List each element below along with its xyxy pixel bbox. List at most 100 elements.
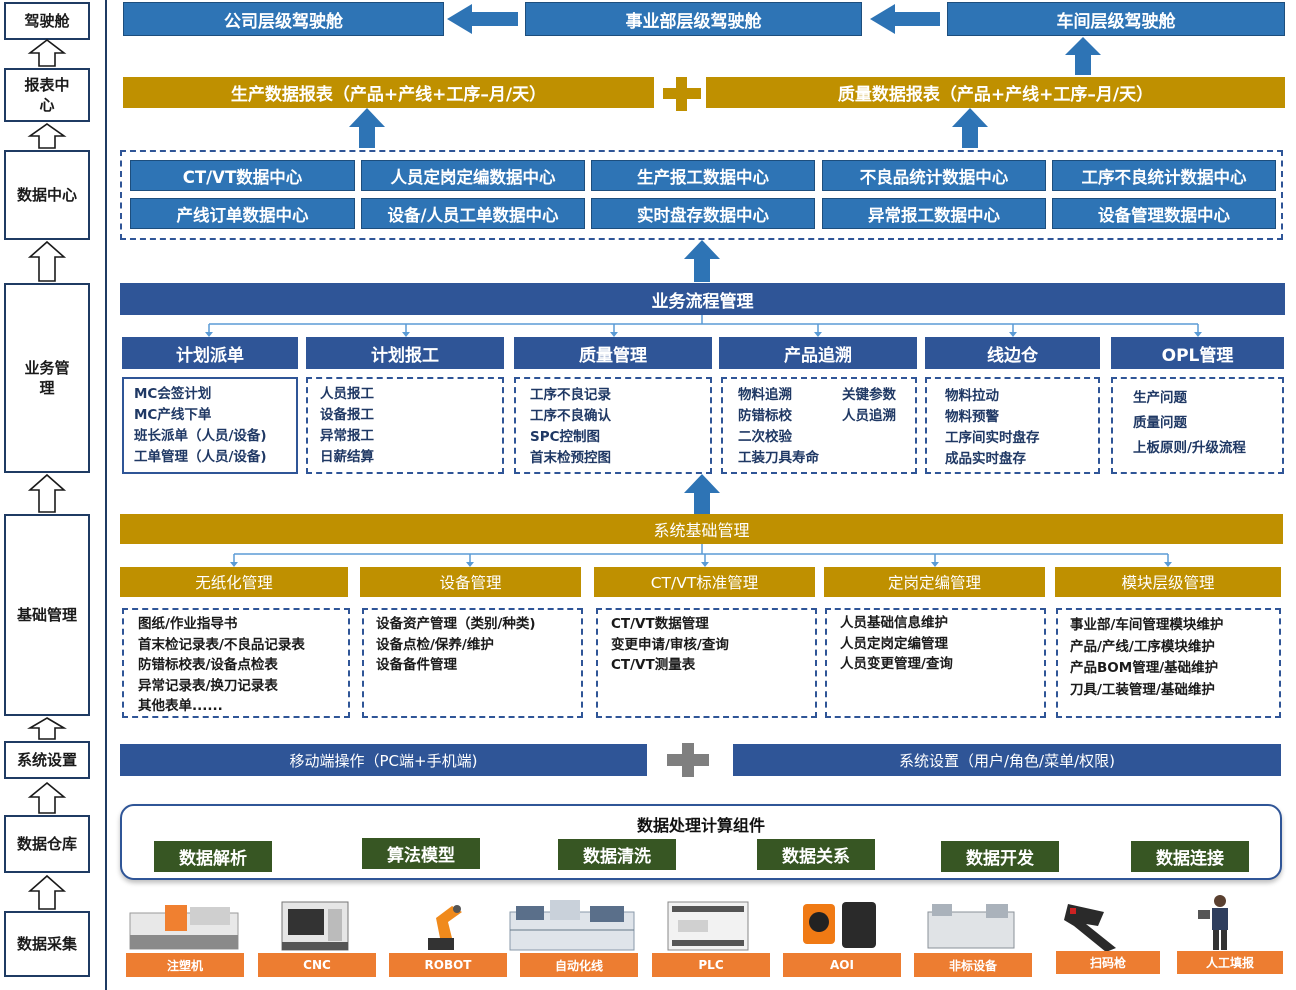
data-center-item[interactable]: 设备/人员工单数据中心 [361, 198, 585, 229]
list-item: 异常记录表/换刀记录表 [138, 677, 278, 694]
company-cockpit[interactable]: 公司层级驾驶舱 [123, 2, 444, 36]
mobile-operation-bar[interactable]: 移动端操作（PC端+手机端) [120, 744, 647, 776]
sidebar-business[interactable]: 业务管理 [4, 283, 90, 473]
foundation-module[interactable]: 定岗定编管理 [824, 567, 1045, 597]
sidebar-settings[interactable]: 系统设置 [4, 741, 90, 779]
compute-item[interactable]: 数据开发 [941, 841, 1059, 872]
quality-report[interactable]: 质量数据报表（产品+产线+工序–月/天） [706, 77, 1285, 108]
detail-list-equipment: 设备资产管理（类别/种类)设备点检/保养/维护设备备件管理 [376, 614, 536, 676]
compute-item[interactable]: 算法模型 [362, 838, 480, 869]
aoi-camera-icon [803, 902, 876, 948]
up-arrow-icon [27, 717, 67, 740]
business-module[interactable]: 质量管理 [514, 337, 712, 369]
business-module[interactable]: 线边仓 [925, 337, 1100, 369]
data-center-item[interactable]: 生产报工数据中心 [591, 160, 815, 191]
workshop-cockpit[interactable]: 车间层级驾驶舱 [947, 2, 1285, 36]
system-settings-bar[interactable]: 系统设置（用户/角色/菜单/权限) [733, 744, 1281, 776]
list-item: 人员变更管理/查询 [840, 656, 953, 672]
left-arrow-icon [447, 4, 518, 34]
business-module[interactable]: 产品追溯 [719, 337, 917, 369]
production-report[interactable]: 生产数据报表（产品+产线+工序–月/天） [123, 77, 654, 108]
business-detail-box [122, 377, 298, 474]
list-item: 防错标校 [738, 408, 792, 424]
sidebar-collection[interactable]: 数据采集 [4, 911, 90, 977]
up-arrow-icon [349, 108, 385, 148]
data-center-item[interactable]: 不良品统计数据中心 [822, 160, 1046, 191]
sidebar-divider [105, 0, 107, 990]
device-label[interactable]: 自动化线 [520, 953, 638, 977]
up-arrow-icon [27, 781, 67, 814]
list-item: CT/VT测量表 [611, 657, 696, 673]
data-center-item[interactable]: 人员定岗定编数据中心 [361, 160, 585, 191]
person-tablet-icon [1198, 895, 1228, 950]
list-item: 工序不良记录 [530, 387, 611, 403]
business-module[interactable]: OPL管理 [1111, 337, 1284, 369]
compute-item[interactable]: 数据连接 [1131, 841, 1249, 872]
device-label[interactable]: ROBOT [389, 953, 507, 977]
list-item: 工序不良确认 [530, 408, 611, 424]
data-center-item[interactable]: 工序不良统计数据中心 [1052, 160, 1276, 191]
compute-item[interactable]: 数据清洗 [558, 839, 676, 870]
device-label[interactable]: CNC [258, 953, 376, 977]
list-item: 其他表单...... [138, 698, 223, 714]
device-label[interactable]: 非标设备 [914, 953, 1032, 977]
list-item: 人员报工 [320, 386, 374, 402]
list-item: 成品实时盘存 [945, 451, 1026, 467]
list-item: 图纸/作业指导书 [138, 616, 238, 632]
detail-list-opl: 生产问题质量问题上板原则/升级流程 [1133, 386, 1246, 461]
division-cockpit[interactable]: 事业部层级驾驶舱 [525, 2, 862, 36]
business-detail-box [514, 377, 712, 474]
data-center-item[interactable]: 异常报工数据中心 [822, 198, 1046, 229]
foundation-detail-box [596, 608, 817, 718]
foundation-module[interactable]: CT/VT标准管理 [594, 567, 815, 597]
device-label[interactable]: 扫码枪 [1056, 951, 1160, 974]
business-module[interactable]: 计划派单 [122, 337, 298, 369]
up-arrow-icon [684, 240, 720, 282]
up-arrow-icon [27, 874, 67, 910]
data-center-item[interactable]: CT/VT数据中心 [130, 160, 355, 191]
data-center-item[interactable]: 产线订单数据中心 [130, 198, 355, 229]
business-process-bar[interactable]: 业务流程管理 [120, 283, 1285, 315]
sidebar-data-center[interactable]: 数据中心 [4, 150, 90, 240]
up-arrow-icon [952, 108, 988, 148]
foundation-module[interactable]: 设备管理 [360, 567, 581, 597]
list-item: 关键参数 [842, 387, 896, 403]
foundation-detail-box [122, 608, 350, 718]
compute-item[interactable]: 数据关系 [757, 839, 875, 870]
sidebar-warehouse[interactable]: 数据仓库 [4, 815, 90, 873]
device-label[interactable]: 人工填报 [1177, 951, 1283, 974]
list-item: 二次校验 [738, 429, 792, 445]
device-label[interactable]: AOI [783, 953, 901, 977]
list-item: 异常报工 [320, 428, 374, 444]
business-detail-box [1111, 377, 1284, 474]
list-item: 产品/产线/工序模块维护 [1070, 638, 1215, 655]
up-arrow-icon [1065, 37, 1101, 75]
list-item: 日薪结算 [320, 449, 374, 465]
data-center-item[interactable]: 设备管理数据中心 [1052, 198, 1276, 229]
foundation-bar[interactable]: 系统基础管理 [120, 514, 1283, 544]
up-arrow-icon [27, 240, 67, 282]
compute-item[interactable]: 数据解析 [154, 841, 272, 872]
list-item: 生产问题 [1133, 390, 1187, 406]
plus-icon [663, 77, 701, 111]
business-detail-box [721, 377, 917, 474]
device-label[interactable]: PLC [652, 953, 770, 977]
foundation-module[interactable]: 无纸化管理 [120, 567, 348, 597]
sidebar-foundation[interactable]: 基础管理 [4, 514, 90, 716]
list-item: MC产线下单 [134, 407, 212, 423]
data-center-item[interactable]: 实时盘存数据中心 [591, 198, 815, 229]
sidebar-cockpit[interactable]: 驾驶舱 [4, 2, 90, 40]
list-item: 工序间实时盘存 [945, 430, 1040, 446]
list-item: SPC控制图 [530, 429, 601, 445]
list-item: 物料预警 [945, 409, 999, 425]
compute-title: 数据处理计算组件 [636, 816, 765, 835]
detail-list-staffing: 人员基础信息维护人员定岗定编管理人员变更管理/查询 [840, 613, 953, 675]
foundation-module[interactable]: 模块层级管理 [1055, 567, 1281, 597]
business-module[interactable]: 计划报工 [306, 337, 504, 369]
sidebar-report-center[interactable]: 报表中心 [4, 68, 90, 122]
device-label[interactable]: 注塑机 [126, 953, 244, 977]
list-item: 变更申请/审核/查询 [611, 636, 729, 653]
